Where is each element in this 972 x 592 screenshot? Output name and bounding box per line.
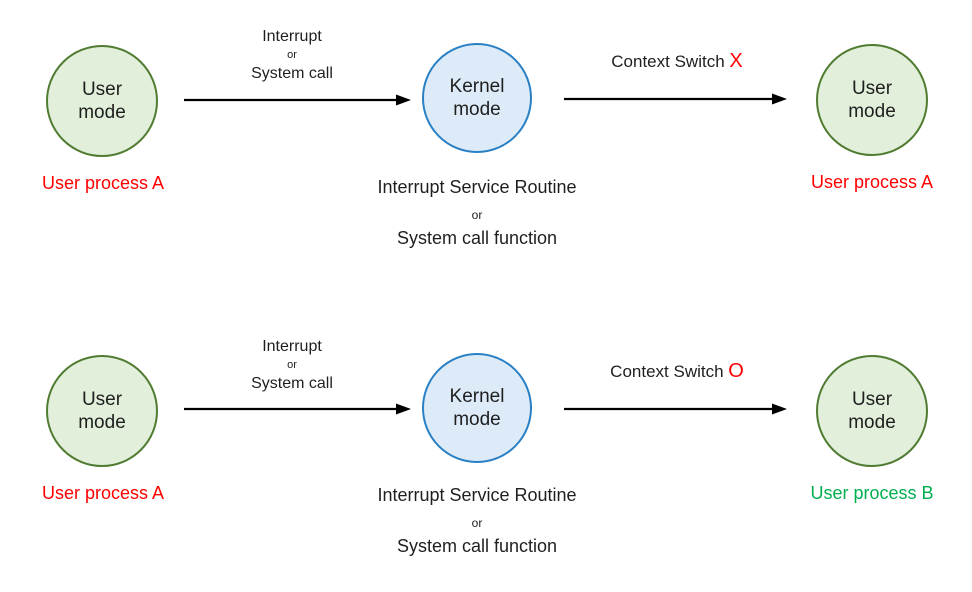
kernel-mode-circle-label: Kernel mode: [449, 386, 505, 430]
kernel-mode-circle: Kernel mode: [422, 353, 532, 463]
or-label: or: [287, 49, 297, 61]
user-process-label-right: User process A: [810, 172, 934, 192]
user-mode-circle-label: User mode: [848, 78, 896, 122]
kernel-caption: Interrupt Service Routine or System call…: [377, 484, 576, 557]
kernel-caption: Interrupt Service Routine or System call…: [377, 176, 576, 249]
context-switch-mark-x: X: [729, 50, 743, 72]
user-process-label-left: User process A: [41, 173, 165, 193]
interrupt-label-line: Interrupt: [262, 338, 322, 355]
interrupt-arrow: [184, 94, 411, 106]
syscall-function-caption-line: System call function: [396, 228, 558, 248]
context-switch-arrow: [564, 93, 787, 105]
context-switch-label: Context Switch O: [610, 360, 744, 383]
context-switch-label: Context Switch X: [611, 50, 742, 73]
isr-caption-line: Interrupt Service Routine: [377, 485, 577, 505]
context-switch-mark-o: O: [728, 360, 744, 382]
system-call-label-line: System call: [251, 375, 333, 392]
isr-caption-line: Interrupt Service Routine: [377, 177, 577, 197]
user-mode-circle-label: User mode: [848, 389, 896, 433]
interrupt-label-line: Interrupt: [262, 28, 322, 45]
syscall-function-caption-line: System call function: [396, 536, 558, 556]
or-label: or: [287, 359, 297, 371]
system-call-label-line: System call: [251, 65, 333, 82]
or-caption: or: [471, 516, 483, 530]
user-mode-circle-left: User mode: [46, 45, 158, 157]
user-mode-circle-right: User mode: [816, 44, 928, 156]
context-switch-text: Context Switch: [611, 52, 730, 71]
user-process-label-right: User process B: [810, 483, 934, 503]
kernel-mode-circle: Kernel mode: [422, 43, 532, 153]
kernel-mode-circle-label: Kernel mode: [449, 76, 505, 120]
user-mode-circle-label: User mode: [78, 389, 126, 433]
user-mode-circle-right: User mode: [816, 355, 928, 467]
interrupt-or-syscall-label: Interrupt or System call: [251, 27, 333, 84]
interrupt-or-syscall-label: Interrupt or System call: [251, 337, 333, 394]
context-switch-arrow: [564, 403, 787, 415]
user-mode-circle-label: User mode: [78, 79, 126, 123]
or-caption: or: [471, 208, 483, 222]
interrupt-arrow: [184, 403, 411, 415]
user-mode-circle-left: User mode: [46, 355, 158, 467]
user-process-label-left: User process A: [41, 483, 165, 503]
context-switch-text: Context Switch: [610, 362, 729, 381]
